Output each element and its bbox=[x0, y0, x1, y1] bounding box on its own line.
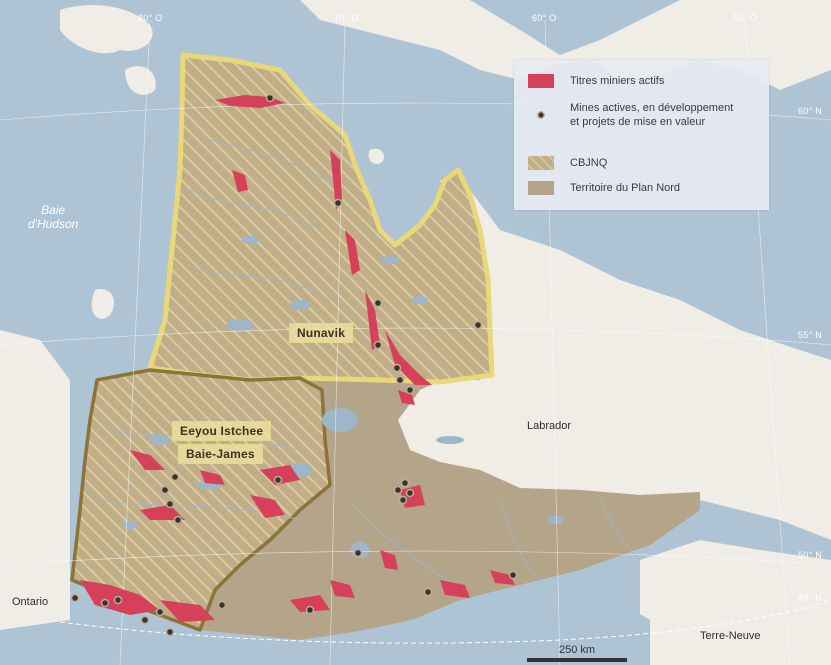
labrador-label: Labrador bbox=[527, 420, 572, 432]
graticule-label-55n: 55° N bbox=[798, 330, 823, 340]
eeyou-istchee-label: Eeyou Istchee bbox=[172, 421, 272, 441]
nunavik-region bbox=[147, 52, 495, 385]
legend-item-cbjnq: CBJNQ bbox=[528, 156, 607, 170]
graticule-label-50n: 50° N bbox=[798, 550, 823, 560]
graticule-label-50w: 50° O bbox=[733, 13, 758, 23]
legend-hatched-swatch bbox=[528, 156, 554, 170]
ontario-label: Ontario bbox=[12, 596, 49, 608]
land-island-belcher bbox=[91, 289, 115, 319]
legend-label: CBJNQ bbox=[570, 157, 608, 169]
legend-label: Territoire du Plan Nord bbox=[570, 182, 681, 194]
map-legend: Titres miniers actifs Mines actives, en … bbox=[514, 60, 769, 210]
land-labrador bbox=[395, 180, 831, 540]
land-island-nw bbox=[60, 5, 153, 54]
graticule-label-80w: 80° O bbox=[138, 13, 163, 23]
land-island-small-2 bbox=[368, 148, 385, 165]
legend-item-mining-titles: Titres miniers actifs bbox=[528, 74, 664, 88]
terre-neuve-label: Terre-Neuve bbox=[700, 630, 761, 642]
border-line bbox=[59, 599, 831, 644]
legend-label: Mines actives, en développement et proje… bbox=[570, 102, 734, 128]
gulf-water bbox=[300, 596, 650, 665]
mining-titles bbox=[80, 95, 515, 622]
legend-tan-swatch bbox=[528, 181, 554, 195]
hudson-bay-label: Baie d'Hudson bbox=[28, 203, 79, 231]
nunavik-label: Nunavik bbox=[289, 323, 354, 343]
legend-item-plan-nord: Territoire du Plan Nord bbox=[528, 181, 680, 195]
graticule-label-49n: 49° N bbox=[798, 593, 823, 603]
legend-item-mines: Mines actives, en développement et proje… bbox=[528, 101, 733, 129]
land-newfoundland bbox=[620, 540, 831, 665]
land-baffin bbox=[300, 0, 831, 90]
graticule-label-60n: 60° N bbox=[798, 106, 823, 116]
land-ontario bbox=[0, 330, 70, 630]
baie-james-label: Baie-James bbox=[178, 444, 263, 464]
graticule-label-60w: 60° O bbox=[532, 13, 557, 23]
scale-bar: 250 km bbox=[527, 644, 627, 662]
scale-label: 250 km bbox=[558, 644, 596, 656]
land-island-small-1 bbox=[125, 66, 156, 95]
graticule-label-70w: 70° O bbox=[334, 13, 359, 23]
legend-red-swatch bbox=[528, 74, 554, 88]
scale-bar-line bbox=[527, 658, 627, 662]
legend-label: Titres miniers actifs bbox=[570, 75, 665, 87]
mine-dots bbox=[70, 93, 518, 637]
legend-mine-dot-icon bbox=[528, 101, 554, 119]
